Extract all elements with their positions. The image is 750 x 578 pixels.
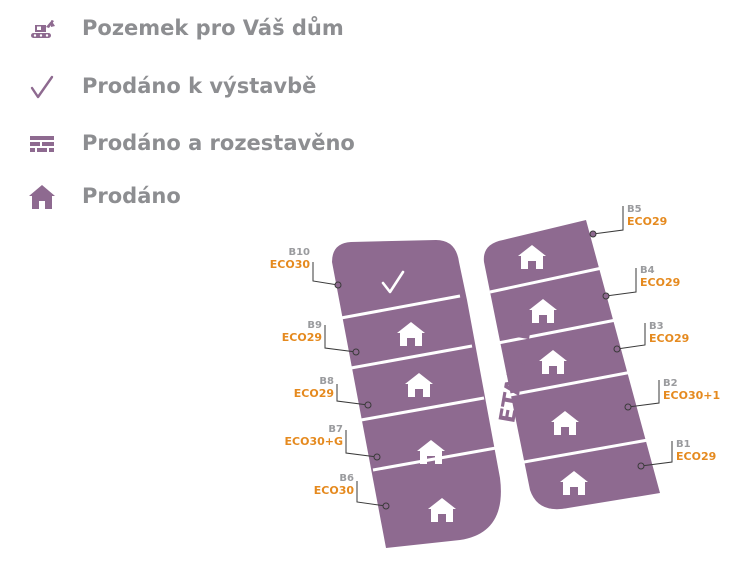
plot-leader-line <box>605 268 637 297</box>
plot-divider <box>340 294 461 320</box>
house-type-label: ECO29 <box>649 332 689 345</box>
plot-leader-line <box>324 325 357 353</box>
plot-id-label: B5 <box>627 204 642 215</box>
house-type-label: ECO29 <box>676 450 716 463</box>
house-icon <box>560 471 588 495</box>
house-icon <box>539 350 567 374</box>
house-icon <box>529 299 557 323</box>
plot-marker <box>352 348 360 356</box>
legend-label: Prodáno k výstavbě <box>82 74 317 98</box>
legend-item-sold-for-construction: Prodáno k výstavbě <box>0 70 420 104</box>
excavator-icon <box>31 20 55 38</box>
plot-divider <box>372 446 497 472</box>
plot-id-label: B4 <box>640 265 655 276</box>
plot-divider <box>360 396 485 422</box>
house-icon <box>518 245 546 269</box>
house-type-label: ECO30+G <box>285 435 344 448</box>
legend-label: Pozemek pro Váš dům <box>82 16 344 40</box>
legend-item-sold: Prodáno <box>0 180 420 214</box>
legend-item-available-plot: Pozemek pro Váš dům <box>0 12 420 46</box>
plot-leader-line <box>616 323 646 350</box>
legend-item-sold-under-construction: Prodáno a rozestavěno <box>0 127 420 161</box>
plot-marker <box>624 403 632 411</box>
plot-marker <box>602 292 610 300</box>
plot-id-label: B8 <box>319 376 334 387</box>
check-icon <box>30 75 54 99</box>
plot-divider <box>350 344 473 370</box>
plot-divider <box>523 438 649 464</box>
house-icon <box>29 185 55 209</box>
plot-id-label: B10 <box>288 247 310 258</box>
house-icon <box>397 322 425 346</box>
plot-leader-line <box>336 384 369 406</box>
plot-marker <box>382 502 390 510</box>
legend-label: Prodáno <box>82 184 181 208</box>
plot-divider <box>497 318 617 345</box>
construction-icon <box>30 136 54 152</box>
plot-id-label: B1 <box>676 439 691 450</box>
house-icon <box>405 373 433 397</box>
plot-leader-line <box>592 206 624 235</box>
house-type-label: ECO29 <box>282 331 322 344</box>
house-icon <box>417 440 445 464</box>
plot-marker <box>334 281 342 289</box>
plot-leader-line <box>356 481 387 507</box>
plot-marker <box>364 401 372 409</box>
plot-marker <box>373 453 381 461</box>
plot-leader-line <box>627 380 660 408</box>
plot-leader-line <box>640 441 673 467</box>
plot-leader-line <box>312 262 339 286</box>
plot-id-label: B9 <box>307 320 322 331</box>
house-type-label: ECO29 <box>294 387 334 400</box>
parcel-block-right <box>483 220 660 510</box>
legend-label: Prodáno a rozestavěno <box>82 131 355 155</box>
check-icon <box>381 270 405 294</box>
plot-marker <box>613 345 621 353</box>
legend: Pozemek pro Váš dům Prodáno k výstavbě P… <box>0 0 750 230</box>
plot-divider <box>509 370 633 397</box>
house-type-label: ECO30 <box>270 258 311 271</box>
plot-id-label: B6 <box>339 473 354 484</box>
plot-marker <box>637 462 645 470</box>
plot-divider <box>489 266 603 294</box>
house-type-label: ECO30 <box>314 484 355 497</box>
house-icon <box>428 498 456 522</box>
house-icon <box>551 411 579 435</box>
house-type-label: ECO29 <box>627 215 667 228</box>
plot-id-label: B3 <box>649 321 664 332</box>
plot-id-label: B2 <box>663 378 678 389</box>
plot-leader-line <box>345 430 378 458</box>
plot-marker <box>589 230 597 238</box>
house-type-label: ECO30+1 <box>663 389 720 402</box>
house-type-label: ECO29 <box>640 276 680 289</box>
plot-id-label: B7 <box>328 424 343 435</box>
